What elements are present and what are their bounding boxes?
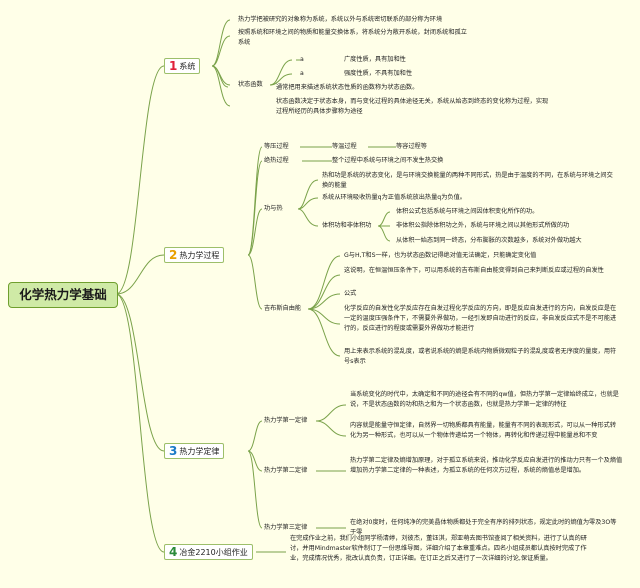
state-function-definition[interactable]: 通常把用来描述系统状态性质的函数称为状态函数。 <box>276 84 419 91</box>
gibbs-free-energy[interactable]: 吉布斯自由能 <box>264 305 302 312</box>
link-root-b3 <box>115 293 165 452</box>
third-law-desc[interactable]: 在绝对0度时，任何纯净的完美晶体物质都处于完全有序的排列状态，规定此时的熵值为零… <box>350 519 617 536</box>
non-volume-work-desc[interactable]: 非体积公指除体积功之外，系统与环境之间以其他形式所做的功 <box>396 222 570 229</box>
gibbs-state-function[interactable]: G与H,T和S一样，也为状态函数记得绝对值无法确定，只能确定变化值 <box>344 252 537 259</box>
branch-number: 1 <box>169 59 178 73</box>
link-root-b4 <box>115 293 165 553</box>
root-title[interactable]: 化学热力学基础 <box>8 282 118 308</box>
first-law-path[interactable]: 当系统变化的时代中，太确定和不同的途径会有不同的qw值，但热力学第一定律始终成立… <box>350 391 619 408</box>
first-law[interactable]: 热力学第一定律 <box>264 417 308 424</box>
isobaric-process[interactable]: 等压过程 <box>264 143 289 150</box>
branch-number: 2 <box>169 248 178 262</box>
third-law[interactable]: 热力学第三定律 <box>264 524 308 531</box>
heat-sign-convention[interactable]: 系统从环境吸收热量q为正值系统放出热量q为负值。 <box>322 194 466 201</box>
entropy-definition[interactable]: 用上来表示系统的混乱度，或者说系统的熵是系统内物质微观粒子的混乱度或者无序度的量… <box>344 348 617 365</box>
system-classification[interactable]: 按照系统和环境之间的物质和能量交换体系，将系统分为敞开系统，封闭系统和孤立系统 <box>238 29 467 46</box>
group-work-note[interactable]: 在完成作业之前，我们小组同学杨清婷，刘彼杰，董钰淇，郑亚萌去图书馆查阅了相关资料… <box>290 535 587 562</box>
adiabatic-description[interactable]: 整个过程中系统与环境之间不发生热交换 <box>332 157 444 164</box>
extensive-property[interactable]: 广度性质，具有加和性 <box>344 56 406 63</box>
heat-work-definition[interactable]: 热和功是系统的状态变化，是与环境交换能量的两种不同形式，热是由于温度的不同，在系… <box>322 172 613 189</box>
branch-number: 4 <box>169 545 178 559</box>
second-law-entropy[interactable]: 热力学第二定律及熵增加原理，对于孤立系统来说，推动化学反应自发进行的推动力只有一… <box>350 457 623 474</box>
gibbs-spontaneity[interactable]: 这说明，在恒温恒压条件下，可以用系统的吉布斯自由能变得到自己来判断反应或过程的自… <box>344 267 604 274</box>
second-law[interactable]: 热力学第二定律 <box>264 467 308 474</box>
reaction-spontaneity[interactable]: 化学反应的自发性化学反应存在自发过程化学反应的方向，即是反应自发进行的方向，自发… <box>344 305 617 332</box>
intensive-property[interactable]: 强度性质，不具有加和性 <box>344 70 413 77</box>
volume-work-desc[interactable]: 体积公式包括系统与环境之间因体积变化所作的功。 <box>396 208 539 215</box>
volume-work-node[interactable]: 体积功和非体积功 <box>322 222 372 229</box>
state-function-path[interactable]: 状态函数决定于状态本身，而与变化过程的具体途径无关，系统从始态到终态的变化称为过… <box>276 98 549 115</box>
link-root-b2 <box>115 254 165 295</box>
state-a1[interactable]: a <box>300 56 304 63</box>
isochoric-process[interactable]: 等容过程等 <box>396 143 427 150</box>
gibbs-formula[interactable]: 公式 <box>344 290 357 297</box>
branch-label: 冶金2210小组作业 <box>179 548 248 557</box>
system-definition[interactable]: 热力学把被研究的对象称为系统，系统以外与系统密切联系的部分称为环境 <box>238 16 443 23</box>
work-and-heat[interactable]: 功与热 <box>264 205 283 212</box>
branch-label: 系统 <box>179 62 196 71</box>
first-law-energy[interactable]: 内容就是能量守恒定律，自然界一切物质都具有能量，能量有不同的表现形式，可以从一种… <box>350 422 617 439</box>
branch-label: 热力学定律 <box>179 447 220 456</box>
state-a2[interactable]: a <box>300 70 304 77</box>
adiabatic-process[interactable]: 绝热过程 <box>264 157 289 164</box>
expansion-work-desc[interactable]: 从体积一始态到同一终态，分布膨胀的次数越多，系统对外做功越大 <box>396 237 582 244</box>
isothermal-process[interactable]: 等温过程 <box>332 143 357 150</box>
state-function-node[interactable]: 状态函数 <box>238 81 263 88</box>
link-root-b1 <box>115 65 165 295</box>
branch-label: 热力学过程 <box>179 251 220 260</box>
branch-number: 3 <box>169 444 178 458</box>
